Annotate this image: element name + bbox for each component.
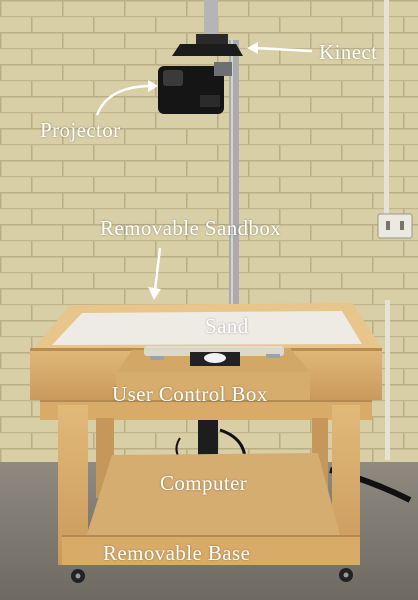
label-user-control-box: User Control Box	[112, 382, 268, 406]
label-computer: Computer	[160, 471, 248, 495]
label-projector: Projector	[40, 118, 121, 142]
kinect-sensor	[172, 44, 243, 56]
label-kinect: Kinect	[319, 40, 378, 64]
label-removable-sandbox: Removable Sandbox	[100, 216, 282, 240]
label-sand: Sand	[205, 314, 249, 338]
annotation-arrows	[95, 42, 313, 300]
bottom-shelf	[86, 453, 340, 537]
label-removable-base: Removable Base	[103, 541, 251, 565]
mounting-pole	[229, 40, 239, 310]
wall-outlet	[377, 213, 413, 239]
table-rail	[40, 400, 372, 420]
sand-surface	[52, 311, 362, 345]
